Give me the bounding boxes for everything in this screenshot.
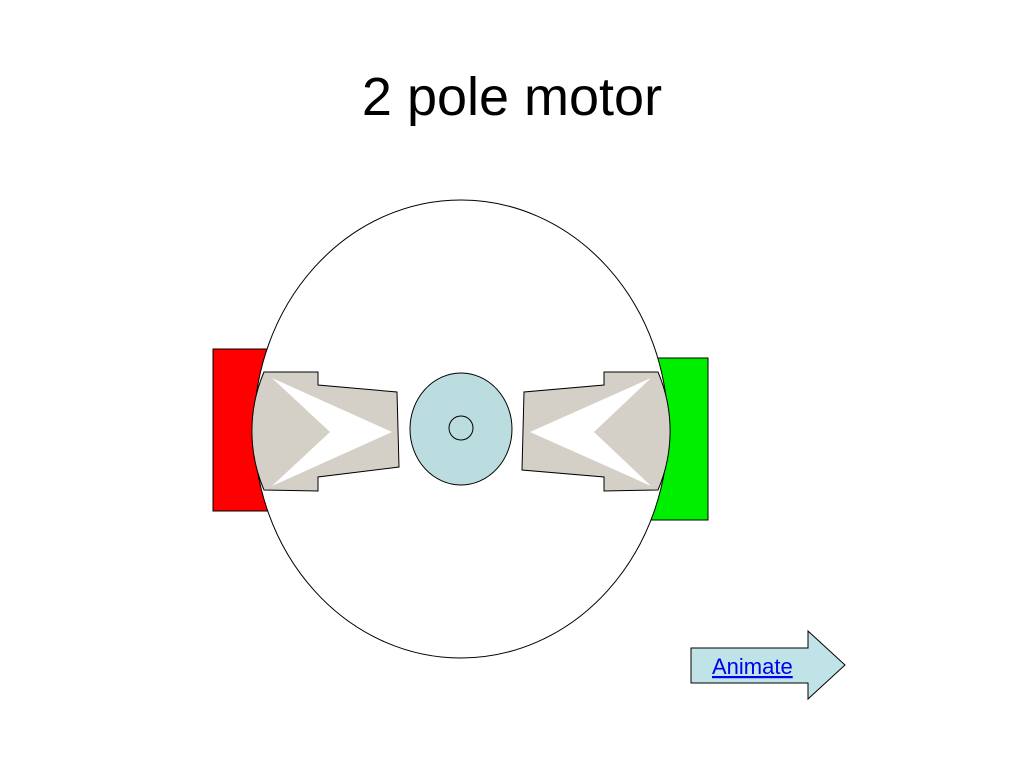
animate-link[interactable]: Animate [712, 654, 793, 679]
right-pole-shoe [521, 371, 671, 492]
left-pole-shoe [251, 371, 400, 492]
left-pole-highlight [272, 378, 392, 486]
right-arrow-icon[interactable] [690, 629, 846, 701]
right-pole-highlight [530, 378, 651, 486]
shaft-circle [448, 415, 474, 441]
slide-title: 2 pole motor [361, 67, 663, 127]
animate-button[interactable]: Animate [690, 629, 846, 701]
